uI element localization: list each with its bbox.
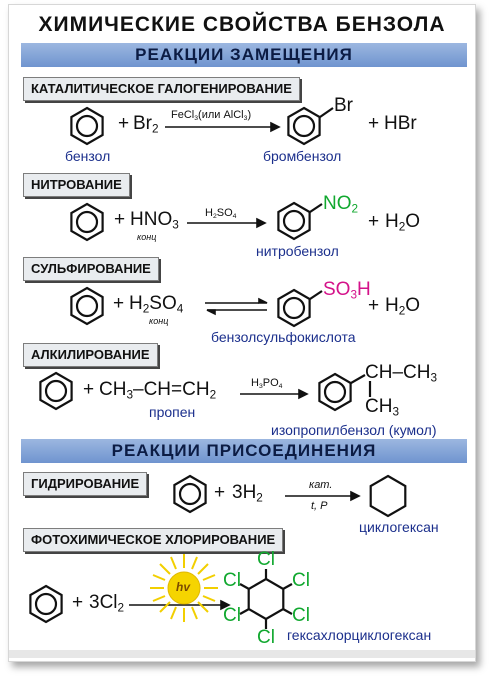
section-band-substitution: РЕАКЦИИ ЗАМЕЩЕНИЯ bbox=[21, 43, 467, 67]
light-label: hv bbox=[176, 580, 191, 594]
section-band-addition: РЕАКЦИИ ПРИСОЕДИНЕНИЯ bbox=[21, 439, 467, 463]
bond-br bbox=[319, 107, 334, 118]
reagent-propene: CH3–CH=CH2 bbox=[99, 379, 217, 402]
substituent-br: Br bbox=[334, 95, 353, 116]
hexachlorocyclohexane-ring bbox=[247, 577, 285, 621]
cl-label: Cl bbox=[257, 549, 275, 570]
heading-sulfonation: СУЛЬФИРОВАНИЕ bbox=[23, 257, 159, 281]
benzene-ring-2 bbox=[287, 106, 321, 146]
concentrated-note: конц bbox=[149, 316, 169, 326]
plus-sign: + bbox=[368, 113, 380, 134]
plus-sign: + bbox=[114, 209, 126, 230]
poster: ХИМИЧЕСКИЕ СВОЙСТВА БЕНЗОЛА РЕАКЦИИ ЗАМЕ… bbox=[8, 4, 476, 662]
structures-layer bbox=[29, 106, 407, 629]
benzene-ring-9 bbox=[173, 474, 207, 514]
reagent-name: пропен bbox=[149, 404, 196, 420]
reagent-h2so4: H2SO4 bbox=[129, 293, 184, 316]
plus-sign: + bbox=[113, 293, 125, 314]
plus-sign: + bbox=[72, 592, 84, 613]
cyclohexane-ring bbox=[369, 474, 407, 518]
cl-label: Cl bbox=[292, 605, 310, 626]
heading-photochlorination: ФОТОХИМИЧЕСКОЕ ХЛОРИРОВАНИЕ bbox=[23, 528, 284, 552]
benzene-ring-6 bbox=[277, 288, 311, 328]
benzene-ring-10 bbox=[29, 584, 63, 624]
benzene-ring-8 bbox=[318, 372, 352, 412]
benzene-ring-5 bbox=[70, 286, 104, 326]
plus-sign: + bbox=[83, 379, 95, 400]
sun-icon bbox=[150, 554, 218, 622]
bond-so3h bbox=[309, 290, 323, 300]
catalyst-label: H2SO4 bbox=[205, 207, 237, 220]
chain-ch3: CH3 bbox=[365, 396, 399, 419]
reagent-3cl2: 3Cl2 bbox=[89, 592, 125, 615]
byproduct-water: H2O bbox=[385, 211, 421, 234]
product-name: бензолсульфокислота bbox=[211, 329, 356, 345]
benzene-ring-7 bbox=[39, 371, 73, 411]
benzene-ring-1 bbox=[70, 106, 104, 146]
cl-label: Cl bbox=[223, 570, 241, 591]
plus-sign: + bbox=[368, 295, 380, 316]
byproduct-water: H2O bbox=[385, 295, 421, 318]
cl-label: Cl bbox=[257, 627, 275, 648]
chain-ch-ch3: CH–CH3 bbox=[365, 362, 437, 385]
product-name: нитробензол bbox=[256, 243, 339, 259]
reagent-hno3: HNO3 bbox=[130, 209, 179, 232]
heading-alkylation: АЛКИЛИРОВАНИЕ bbox=[23, 343, 158, 367]
product-name: изопропилбензол (кумол) bbox=[271, 422, 437, 438]
heading-hydrogenation: ГИДРИРОВАНИЕ bbox=[23, 472, 148, 496]
substituent-no2: NO2 bbox=[323, 193, 359, 216]
heading-halogenation: КАТАЛИТИЧЕСКОЕ ГАЛОГЕНИРОВАНИЕ bbox=[23, 77, 300, 101]
reagent-br2: Br2 bbox=[133, 113, 159, 136]
product-name: гексахлорциклогексан bbox=[287, 627, 432, 643]
substituent-so3h: SO3H bbox=[323, 279, 371, 302]
footer-strip bbox=[9, 650, 475, 658]
catalyst-label: FeCl3(или AlCl3) bbox=[171, 109, 252, 122]
cl-label: Cl bbox=[292, 570, 310, 591]
benzene-ring-3 bbox=[70, 202, 104, 242]
reagent-3h2: 3H2 bbox=[232, 482, 263, 505]
product-name: циклогексан bbox=[359, 519, 439, 535]
concentrated-note: конц bbox=[137, 232, 157, 242]
bond-isopropyl bbox=[350, 374, 366, 384]
reactant-name: бензол bbox=[65, 148, 111, 164]
benzene-ring-4 bbox=[277, 201, 311, 241]
cl-label: Cl bbox=[223, 605, 241, 626]
conditions-label: t, P bbox=[311, 500, 328, 512]
plus-sign: + bbox=[214, 482, 226, 503]
catalyst-label: H3PO4 bbox=[251, 377, 283, 390]
byproduct-hbr: HBr bbox=[384, 113, 417, 134]
bond-no2 bbox=[309, 203, 323, 213]
plus-sign: + bbox=[118, 113, 130, 134]
plus-sign: + bbox=[368, 211, 380, 232]
page-title: ХИМИЧЕСКИЕ СВОЙСТВА БЕНЗОЛА bbox=[38, 13, 446, 36]
heading-nitration: НИТРОВАНИЕ bbox=[23, 173, 130, 197]
catalyst-label: кат. bbox=[309, 479, 333, 491]
product-name: бромбензол bbox=[263, 148, 342, 164]
